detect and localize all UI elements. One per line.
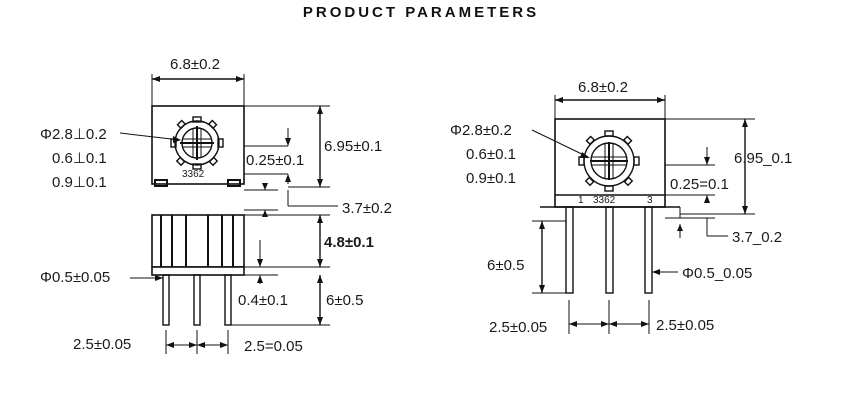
left-knob-dim-1: Φ2.8⊥0.2 [40,126,107,143]
left-front-body [151,214,245,268]
left-drawing: 6.8±0.2 3362 [40,56,392,355]
left-inner-offset-label: 0.25±0.1 [246,152,304,169]
page-title: PRODUCT PARAMETERS [302,4,540,21]
left-pin-1 [162,274,170,326]
left-part-number: 3362 [182,169,205,180]
left-knob-dim-3: 0.9⊥0.1 [52,174,107,191]
right-knob-dim-1: Φ2.8±0.2 [450,122,512,139]
left-pitch-right-label: 2.5=0.05 [244,338,303,355]
right-pin-3 [644,206,653,294]
left-pitch-left-label: 2.5±0.05 [73,336,131,353]
right-part-number: 3362 [593,195,616,206]
left-knob-icon [170,116,224,170]
right-width-label: 6.8±0.2 [578,79,628,96]
right-inner-offset-label: 0.25=0.1 [670,176,729,193]
right-pitch-right-label: 2.5±0.05 [656,317,714,334]
right-pitch-left-label: 2.5±0.05 [489,319,547,336]
right-knob-dim-2: 0.6±0.1 [466,146,516,163]
right-pin-label-1: 1 [578,195,584,206]
right-pin-2 [605,206,614,294]
left-pin-2 [193,274,201,326]
right-height-label: 6.95_0.1 [734,150,792,167]
left-height-label: 6.95±0.1 [324,138,382,155]
right-pin-diameter-label: Φ0.5_0.05 [682,265,752,282]
left-body-height-label: 4.8±0.1 [324,234,374,251]
left-pin-step-label: 0.4±0.1 [238,292,288,309]
left-pin-3 [224,274,232,326]
left-knob-dim-2: 0.6⊥0.1 [52,150,107,167]
right-drawing: 6.8±0.2 3362 1 [450,79,792,336]
left-pin-length-label: 6±0.5 [326,292,363,309]
right-knob-dim-3: 0.9±0.1 [466,170,516,187]
right-body [554,118,666,208]
right-pin-label-3: 3 [647,195,653,206]
left-pin-diameter-label: Φ0.5±0.05 [40,269,110,286]
left-base-offset-label: 3.7±0.2 [342,200,392,217]
right-pin-length-label: 6±0.5 [487,257,524,274]
right-pin-1 [565,206,574,294]
right-base-offset-label: 3.7_0.2 [732,229,782,246]
left-width-label: 6.8±0.2 [170,56,220,73]
